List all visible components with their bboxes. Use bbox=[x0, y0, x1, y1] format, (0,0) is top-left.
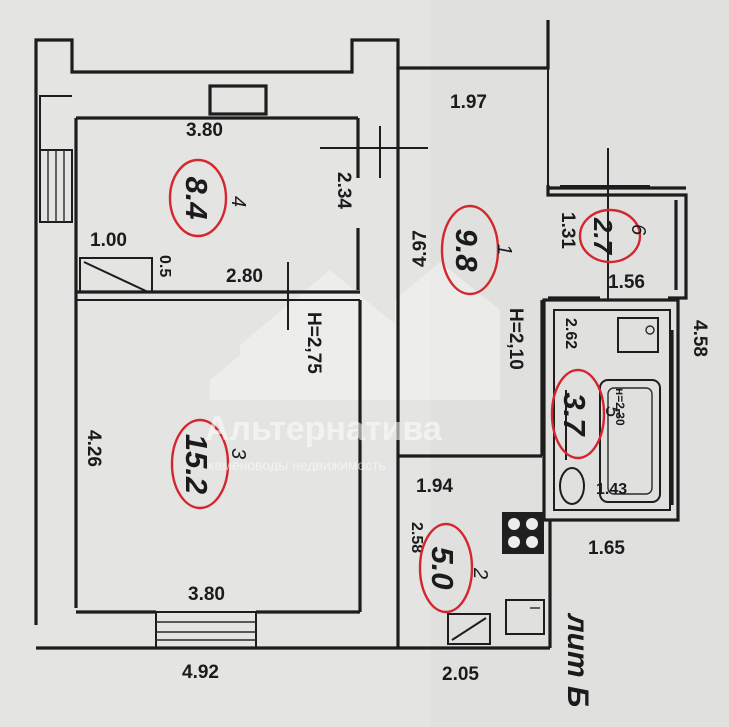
room-2-circle bbox=[418, 522, 474, 614]
dim-room4-depth: 2.34 bbox=[333, 172, 354, 209]
room-2-area: 5.0 bbox=[425, 546, 460, 589]
height-bath: н=2,30 bbox=[613, 388, 627, 426]
dim-hall-length: 4.97 bbox=[410, 230, 431, 267]
litera-label: лит Б bbox=[561, 612, 594, 707]
room-4-circle bbox=[168, 158, 228, 238]
room-1-area: 9.8 bbox=[449, 228, 484, 272]
toilet-icon bbox=[617, 317, 659, 353]
room-1-circle bbox=[440, 204, 500, 296]
dim-bath-depth: 2.62 bbox=[562, 318, 579, 349]
room-2-number: 2 bbox=[469, 567, 491, 579]
dim-bath-width: 1.65 bbox=[588, 538, 625, 559]
dim-closet-d: 0.5 bbox=[156, 255, 173, 277]
room-3-circle bbox=[170, 418, 230, 510]
door-marks bbox=[287, 126, 650, 460]
height-main: Н=2,75 bbox=[303, 312, 324, 374]
kitchen-door-box bbox=[447, 613, 491, 645]
room-3: 15.2 3 bbox=[170, 418, 249, 510]
room-5-area: 3.7 bbox=[557, 392, 592, 437]
room-3-area: 15.2 bbox=[179, 434, 214, 494]
height-labels: Н=2,75 Н=2,10 н=2,30 bbox=[303, 308, 627, 426]
watermark-brand: Альтернатива bbox=[205, 410, 443, 448]
room-3-number: 3 bbox=[227, 448, 249, 459]
room-1: 9.8 1 bbox=[440, 204, 515, 296]
room-4: 8.4 4 bbox=[168, 158, 249, 238]
room-6: 2.7 6 bbox=[578, 208, 649, 264]
window-bottom bbox=[155, 611, 257, 649]
stove-icon bbox=[502, 512, 544, 554]
kitchen-sink-icon bbox=[505, 599, 545, 635]
watermark-tagline: каменоводы недвижимость bbox=[208, 457, 386, 473]
watermark-house-icon bbox=[210, 262, 500, 400]
dim-wc-width: 1.56 bbox=[608, 272, 645, 293]
dim-kitchen-depth: 2.58 bbox=[408, 522, 425, 553]
sink-icon bbox=[559, 467, 585, 505]
dim-bath-inner: 1.43 bbox=[596, 481, 627, 498]
room-4-area: 8.4 bbox=[179, 176, 214, 219]
room-1-number: 1 bbox=[493, 244, 515, 255]
room-5-circle bbox=[550, 368, 606, 460]
dim-closet-w: 1.00 bbox=[90, 230, 127, 251]
dim-bottom-left: 4.92 bbox=[182, 662, 219, 683]
room-6-circle bbox=[578, 208, 642, 264]
bathtub-icon bbox=[599, 379, 661, 503]
room-5: 3.7 5 bbox=[550, 368, 623, 460]
dim-room3-bottom: 3.80 bbox=[188, 584, 225, 605]
room-5-number: 5 bbox=[601, 406, 623, 418]
window-left bbox=[39, 149, 73, 223]
walls bbox=[34, 20, 688, 650]
room-4-number: 4 bbox=[227, 196, 249, 207]
dim-bath-outer: 4.58 bbox=[689, 320, 710, 357]
height-hall: Н=2,10 bbox=[505, 308, 526, 370]
dim-top-corridor: 1.97 bbox=[450, 92, 487, 113]
dim-room4-top: 3.80 bbox=[186, 120, 223, 141]
room-6-area: 2.7 bbox=[588, 217, 618, 256]
dim-room3-depth: 4.26 bbox=[83, 430, 104, 467]
room-6-number: 6 bbox=[627, 224, 649, 236]
closet bbox=[79, 257, 153, 293]
room-2: 5.0 2 bbox=[418, 522, 491, 614]
dim-bottom-right: 2.05 bbox=[442, 664, 479, 685]
dimension-labels: 1.97 3.80 2.34 1.00 0.5 2.80 4.97 4.26 3… bbox=[83, 92, 710, 685]
dim-kitchen-top: 1.94 bbox=[416, 476, 453, 497]
dim-wc-depth: 1.31 bbox=[557, 212, 578, 249]
dim-room4-bottom: 2.80 bbox=[226, 266, 263, 287]
